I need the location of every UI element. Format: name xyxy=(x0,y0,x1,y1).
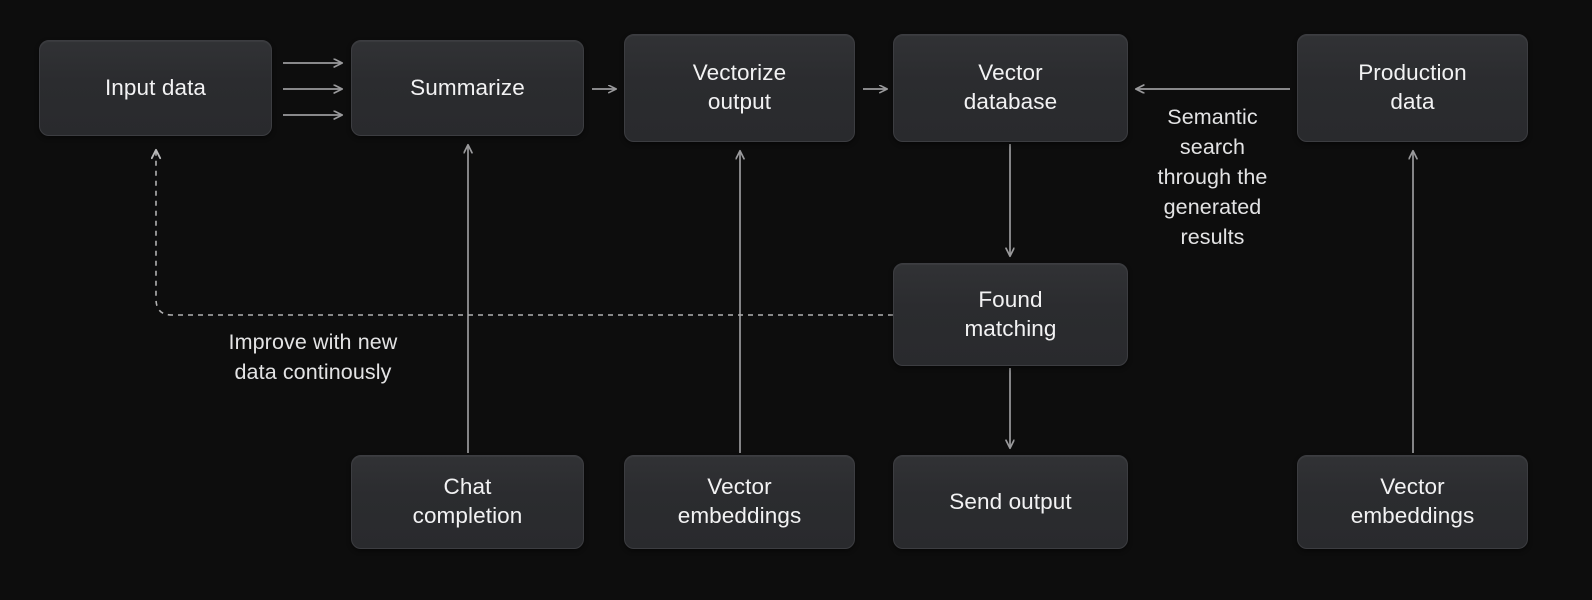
node-vector-embeddings-right[interactable]: Vector embeddings xyxy=(1297,455,1528,549)
label-improve-with-new-data: Improve with new data continously xyxy=(228,330,398,384)
node-vector-embeddings-middle[interactable]: Vector embeddings xyxy=(624,455,855,549)
node-summarize[interactable]: Summarize xyxy=(351,40,584,136)
node-found-matching[interactable]: Found matching xyxy=(893,263,1128,366)
node-vector-database[interactable]: Vector database xyxy=(893,34,1128,142)
node-vectorize-output[interactable]: Vectorize output xyxy=(624,34,855,142)
node-chat-completion[interactable]: Chat completion xyxy=(351,455,584,549)
node-input-data[interactable]: Input data xyxy=(39,40,272,136)
edge-found-to-input-feedback xyxy=(156,150,893,316)
node-send-output[interactable]: Send output xyxy=(893,455,1128,549)
node-production-data[interactable]: Production data xyxy=(1297,34,1528,142)
label-semantic-search: Semantic search through the generated re… xyxy=(1157,105,1268,249)
